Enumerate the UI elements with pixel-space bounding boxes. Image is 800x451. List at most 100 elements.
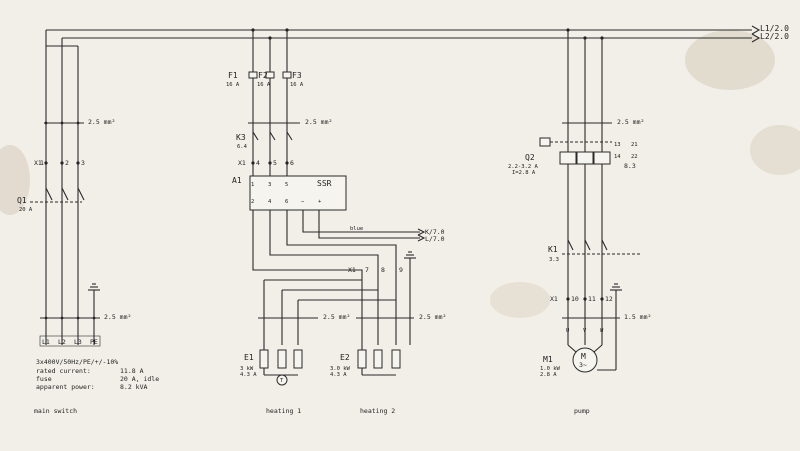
q2-handle-icon: [539, 137, 551, 147]
heat-x1-term-5: 5: [273, 159, 277, 167]
fuse-f1-label: F1: [228, 71, 238, 80]
motor-symbol: M: [581, 352, 586, 361]
e1-label: E1: [244, 353, 254, 362]
heat-x1-term-6: 6: [290, 159, 294, 167]
e1-rating-current: 4.3 A: [240, 372, 257, 378]
bus-l1-arrow-icon: [751, 25, 761, 35]
fuse-f1-icon: [248, 71, 258, 79]
info-power-value: 8.2 kVA: [120, 383, 147, 391]
info-fuse-label: fuse: [36, 375, 52, 383]
ssr-out-3: [286, 210, 397, 345]
fuse-f3-rating: 16 A: [290, 82, 304, 88]
heat-x1-term-9: 9: [399, 266, 403, 274]
ssr-out-1: [252, 210, 363, 345]
main-bottom-l3: L3: [74, 338, 82, 346]
motor-icon: [572, 347, 598, 373]
fuse-f2-rating: 16 A: [257, 82, 271, 88]
main-bottom-l2: L2: [58, 338, 66, 346]
fuse-f2-label: F2: [258, 71, 268, 80]
e1-thermostat-icon: [276, 374, 288, 386]
k3-contacts-icon: [252, 131, 293, 141]
main-pe-wire-label: 2.5 mm²: [104, 313, 131, 321]
info-power-label: apparent power:: [36, 383, 95, 391]
ssr-bottom-6: 6: [285, 199, 288, 205]
q2-range: 2.2-3.2 A: [508, 164, 538, 170]
ssr-bottom-plus: +: [318, 199, 322, 205]
q2-trip-3-icon: [593, 151, 611, 165]
pump-v: V: [583, 328, 587, 334]
ssr-bottom-2: 2: [251, 199, 254, 205]
ssr-label: SSR: [317, 179, 332, 188]
heater-e2: E2 3.0 kW 4.3 A: [330, 345, 401, 378]
l-control-wire: [318, 210, 420, 239]
heat-x1-lower-label: X1: [348, 266, 356, 274]
blue-wire-label: blue: [350, 226, 363, 232]
e1-resistor-2-icon: [277, 349, 287, 369]
ssr-top-1: 1: [251, 182, 254, 188]
q2-aux-14: 14: [614, 154, 621, 160]
k1-label: K1: [548, 245, 558, 254]
pump-x1-label: X1: [550, 295, 558, 303]
supply-label: 3x400V/50Hz/PE/+/-10%: [36, 358, 118, 366]
main-x1-term-1: 1: [40, 159, 44, 167]
pump-x1-term-12: 12: [605, 295, 613, 303]
fuse-f3-icon: [282, 71, 292, 79]
main-x1-term-2: 2: [65, 159, 69, 167]
heater-e1: T E1 3 kW 4.3 A: [240, 345, 303, 386]
heating2-caption: heating 2: [360, 407, 395, 415]
bus-l2-label: L2/2.0: [760, 32, 789, 41]
svg-text:T: T: [280, 378, 284, 384]
main-switch-section: 2.5 mm² X1 1 2 3 Q1 20 A 2.5 mm² L1 L2 L…: [17, 30, 159, 415]
bus-l1-label: L1/2.0: [760, 24, 789, 33]
control-arrows-icon: [417, 228, 426, 242]
fuse-group: F1 16 A F2 16 A F3 16 A: [226, 71, 304, 88]
k-ref-label: K/7.0: [425, 228, 445, 236]
e1-resistor-1-icon: [259, 349, 269, 369]
heat-x1-term-7: 7: [365, 266, 369, 274]
info-rated-label: rated current:: [36, 367, 91, 375]
ssr-top-5: 5: [285, 182, 288, 188]
e2-resistor-3-icon: [391, 349, 401, 369]
ssr-box: [249, 175, 347, 211]
q2-ref: 8.3: [624, 162, 636, 170]
pump-u: U: [566, 328, 569, 334]
bus-l2-arrow-icon: [751, 33, 761, 43]
e2-rating-power: 3.0 kW: [330, 366, 351, 372]
heating1-caption: heating 1: [266, 407, 301, 415]
e2-resistor-1-icon: [357, 349, 367, 369]
heat-x1-label: X1: [238, 159, 246, 167]
pump-section: 2.5 mm² Q2 2.2-3.2 A I=2.8 A 13 14 21 22…: [508, 28, 651, 415]
q2-trip-2-icon: [576, 151, 594, 165]
m1-label: M1: [543, 355, 553, 364]
ssr-bottom-minus: −: [301, 199, 305, 205]
e2-label: E2: [340, 353, 350, 362]
a1-label: A1: [232, 176, 242, 185]
q2-aux-21: 21: [631, 142, 638, 148]
main-bottom-l1: L1: [42, 338, 50, 346]
ssr-bottom-4: 4: [268, 199, 272, 205]
heat-x1-term-4: 4: [256, 159, 260, 167]
heat-wire-2: 2.5 mm²: [419, 313, 446, 321]
main-switch-caption: main switch: [34, 407, 77, 415]
fuse-f3-label: F3: [292, 71, 302, 80]
l-ref-label: L/7.0: [425, 235, 445, 243]
k-control-wire: [302, 210, 420, 233]
main-bottom-pe: PE: [90, 338, 98, 346]
e1-resistor-3-icon: [293, 349, 303, 369]
m1-rating-power: 1.0 kW: [540, 366, 561, 372]
q1-contacts-icon: [45, 187, 85, 201]
motor-phase: 3~: [579, 361, 587, 369]
m1-rating-current: 2.8 A: [540, 372, 557, 378]
e2-rating-current: 4.3 A: [330, 372, 347, 378]
main-x1-term-3: 3: [81, 159, 85, 167]
main-x1-label: X1: [34, 159, 42, 167]
k3-label: K3: [236, 133, 246, 142]
k3-ref: 6.4: [237, 144, 248, 150]
q2-trip-1-icon: [559, 151, 577, 165]
q1-rating: 20 A: [19, 207, 33, 213]
pump-x1-term-11: 11: [588, 295, 596, 303]
pump-wire-top: 2.5 mm²: [617, 118, 644, 126]
bus-lines: L1/2.0 L2/2.0: [46, 24, 789, 43]
heater-cross-links: [264, 279, 396, 301]
